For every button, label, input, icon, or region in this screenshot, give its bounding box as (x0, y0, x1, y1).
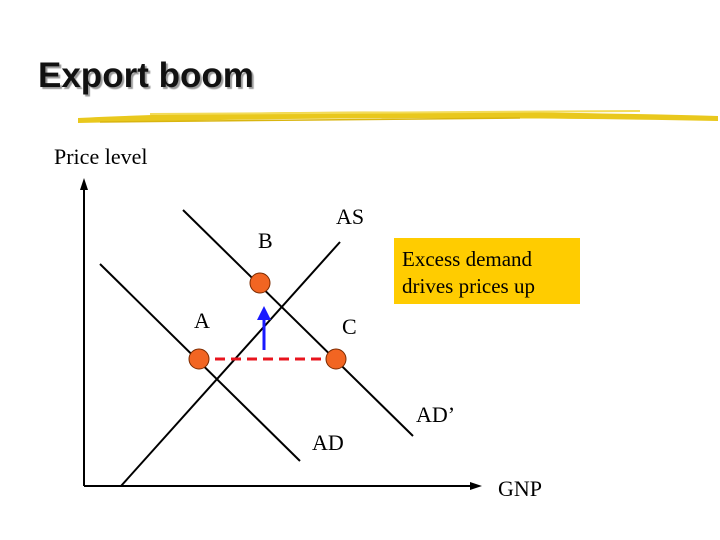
excess-demand-callout: Excess demand drives prices up (394, 238, 580, 304)
ad-prime-curve (182, 209, 414, 437)
point-a-label: A (194, 308, 210, 333)
point-b-label: B (258, 228, 273, 253)
y-axis-label: Price level (54, 144, 148, 169)
as-curve (120, 241, 341, 487)
ad-prime-curve-label: AD’ (416, 402, 456, 427)
price-rise-arrow (257, 306, 271, 350)
point-c-marker (325, 348, 347, 370)
point-b-marker (249, 272, 271, 294)
ad-curve-label: AD (312, 430, 344, 455)
x-axis-label: GNP (498, 476, 543, 501)
axes (80, 178, 482, 490)
slide-title: Export boom (38, 56, 254, 95)
callout-line-2: drives prices up (402, 274, 535, 298)
title-underline (78, 110, 718, 123)
as-curve-label: AS (336, 204, 365, 229)
point-a-marker (188, 348, 210, 370)
point-c-label: C (342, 314, 357, 339)
callout-line-1: Excess demand (402, 247, 533, 271)
